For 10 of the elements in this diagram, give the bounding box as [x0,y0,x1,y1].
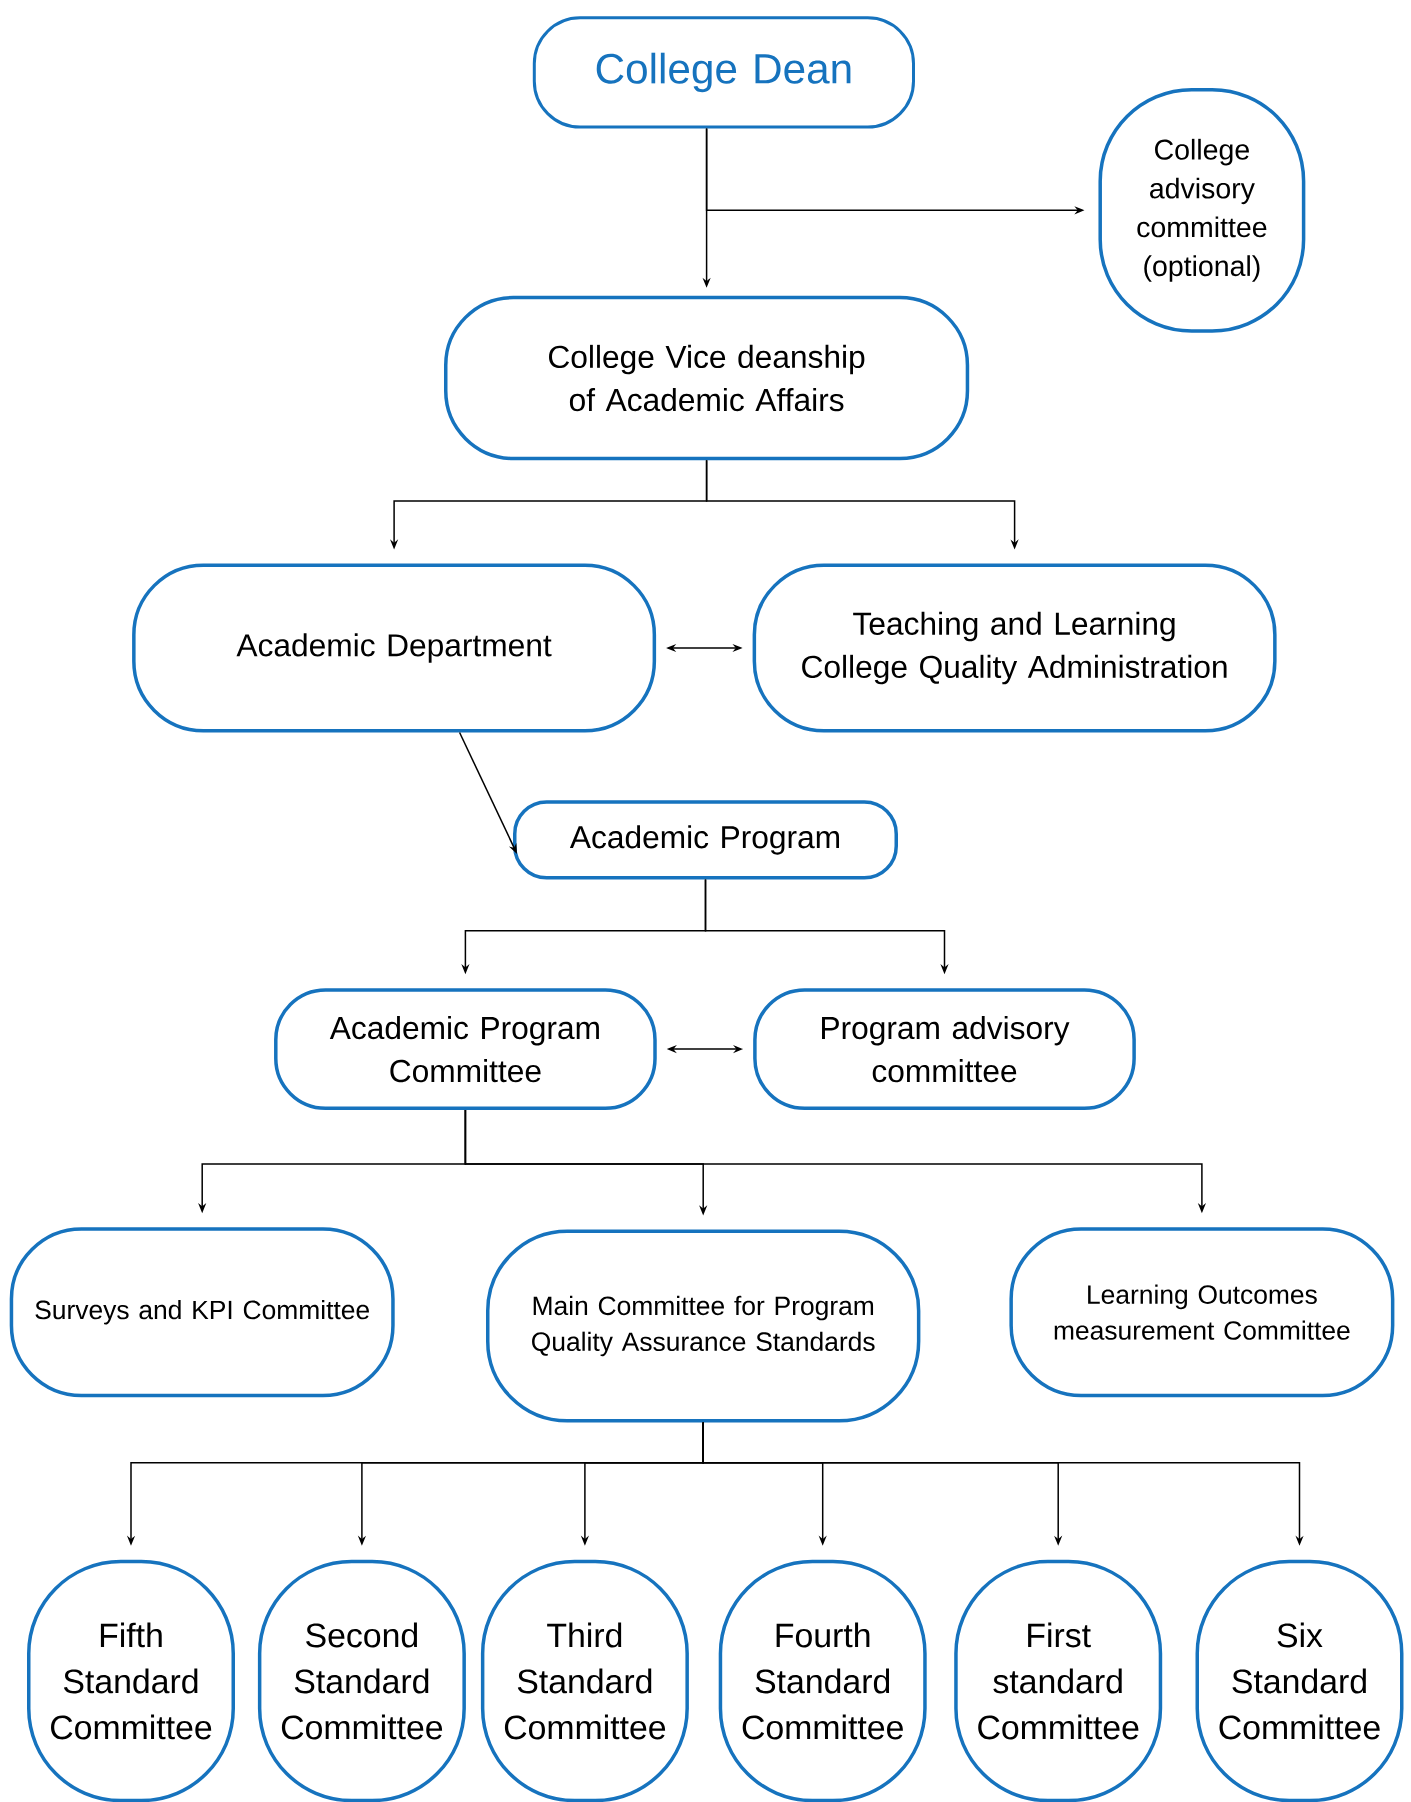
committee-box: Academic Program [513,800,898,880]
committee-box: Program advisory committee [753,988,1136,1110]
committee-box: Academic Program Committee [274,988,657,1110]
committee-box: Teaching and Learning College Quality Administration [752,563,1277,733]
committee-box: Academic Department [132,563,657,733]
committee-box: Learning Outcomes measurement Committee [1009,1227,1395,1398]
dean-box: College Dean [532,16,915,129]
committee-box: College Vice deanship of Academic Affairs [444,295,970,461]
committee-box: Main Committee for Program Quality Assurance Standards [486,1229,921,1423]
committee-box: Surveys and KPI Committee [9,1227,395,1398]
